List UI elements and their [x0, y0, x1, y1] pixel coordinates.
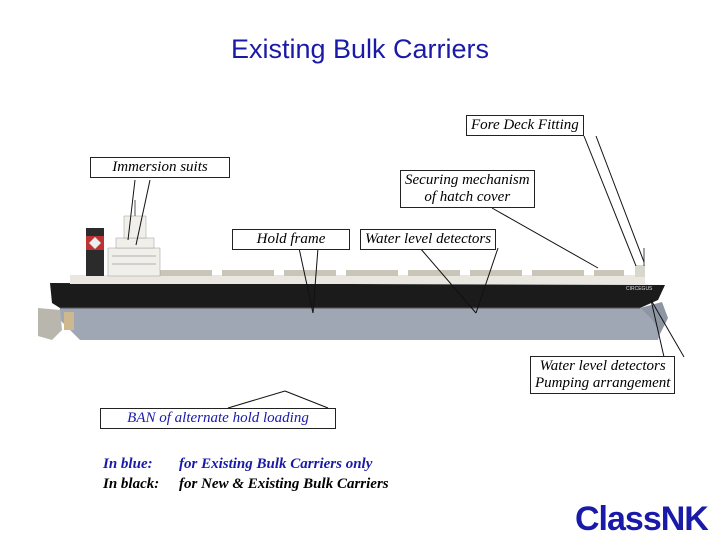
- callout-ban-alternate-hold-loading: BAN of alternate hold loading: [100, 408, 336, 429]
- callout-immersion-suits: Immersion suits: [90, 157, 230, 178]
- callout-fore-deck-fitting: Fore Deck Fitting: [466, 115, 584, 136]
- callout-securing-line-2: of hatch cover: [424, 189, 511, 205]
- legend-row-black: In black: for New & Existing Bulk Carrie…: [103, 474, 389, 494]
- callout-hold-frame: Hold frame: [232, 229, 350, 250]
- callout-water-level-detectors-top: Water level detectors: [360, 229, 497, 250]
- callout-water-level-pumping: Water level detectors Pumping arrangemen…: [530, 356, 676, 394]
- callout-securing-line-1: Securing mechanism: [405, 172, 530, 188]
- ship-superstructure: [86, 200, 161, 277]
- ship-hull: CIRCEGUS: [38, 283, 668, 340]
- callout-leaders: [127, 135, 685, 409]
- callout-securing-mechanism: Securing mechanism of hatch cover: [400, 170, 535, 208]
- legend-blue-text: for Existing Bulk Carriers only: [179, 456, 373, 472]
- ship-deck: [70, 248, 645, 284]
- legend-row-blue: In blue: for Existing Bulk Carriers only: [103, 454, 389, 474]
- legend-black-text: for New & Existing Bulk Carriers: [179, 476, 389, 492]
- legend-blue-key: In blue:: [103, 456, 153, 472]
- callout-pumping-line: Pumping arrangement: [535, 375, 671, 391]
- ship-name-plate: CIRCEGUS: [626, 286, 653, 292]
- page-title: Existing Bulk Carriers: [230, 34, 490, 64]
- legend: In blue: for Existing Bulk Carriers only…: [103, 454, 389, 494]
- legend-black-key: In black:: [103, 476, 160, 492]
- classnk-logo: ClassNK: [575, 500, 709, 538]
- callout-water-level-line: Water level detectors: [539, 358, 666, 374]
